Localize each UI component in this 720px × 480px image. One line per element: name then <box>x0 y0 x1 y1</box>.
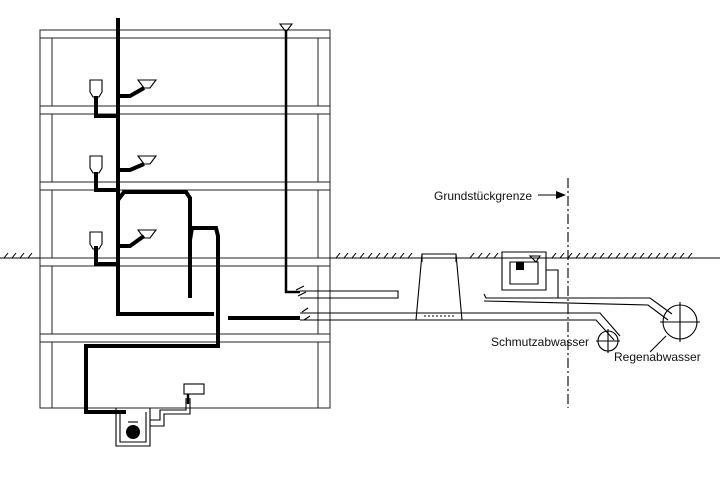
label-rainwater: Regenabwasser <box>614 350 701 364</box>
sink-icon <box>136 79 158 89</box>
sink-icon <box>136 155 158 165</box>
lifting-station <box>115 383 205 447</box>
label-property-line: Grundstückgrenze <box>434 189 532 203</box>
soil-stack <box>84 18 300 414</box>
outside-pipes <box>300 290 673 341</box>
sewage-pipe-icon <box>596 329 620 353</box>
label-sewage: Schmutzabwasser <box>491 335 589 349</box>
inspection-shaft <box>415 253 463 321</box>
washbasin-icon <box>89 155 103 174</box>
sink-icon <box>136 229 158 239</box>
fixtures <box>89 79 158 250</box>
floor-slab-5 <box>39 333 331 409</box>
gully-box <box>501 251 559 298</box>
washbasin-icon <box>89 79 103 98</box>
rainwater-pipe-icon <box>649 302 700 353</box>
ground-line <box>0 252 720 259</box>
property-boundary <box>538 178 569 408</box>
building <box>39 29 331 409</box>
rainwater-downpipe <box>278 23 307 297</box>
washbasin-icon <box>89 231 103 250</box>
